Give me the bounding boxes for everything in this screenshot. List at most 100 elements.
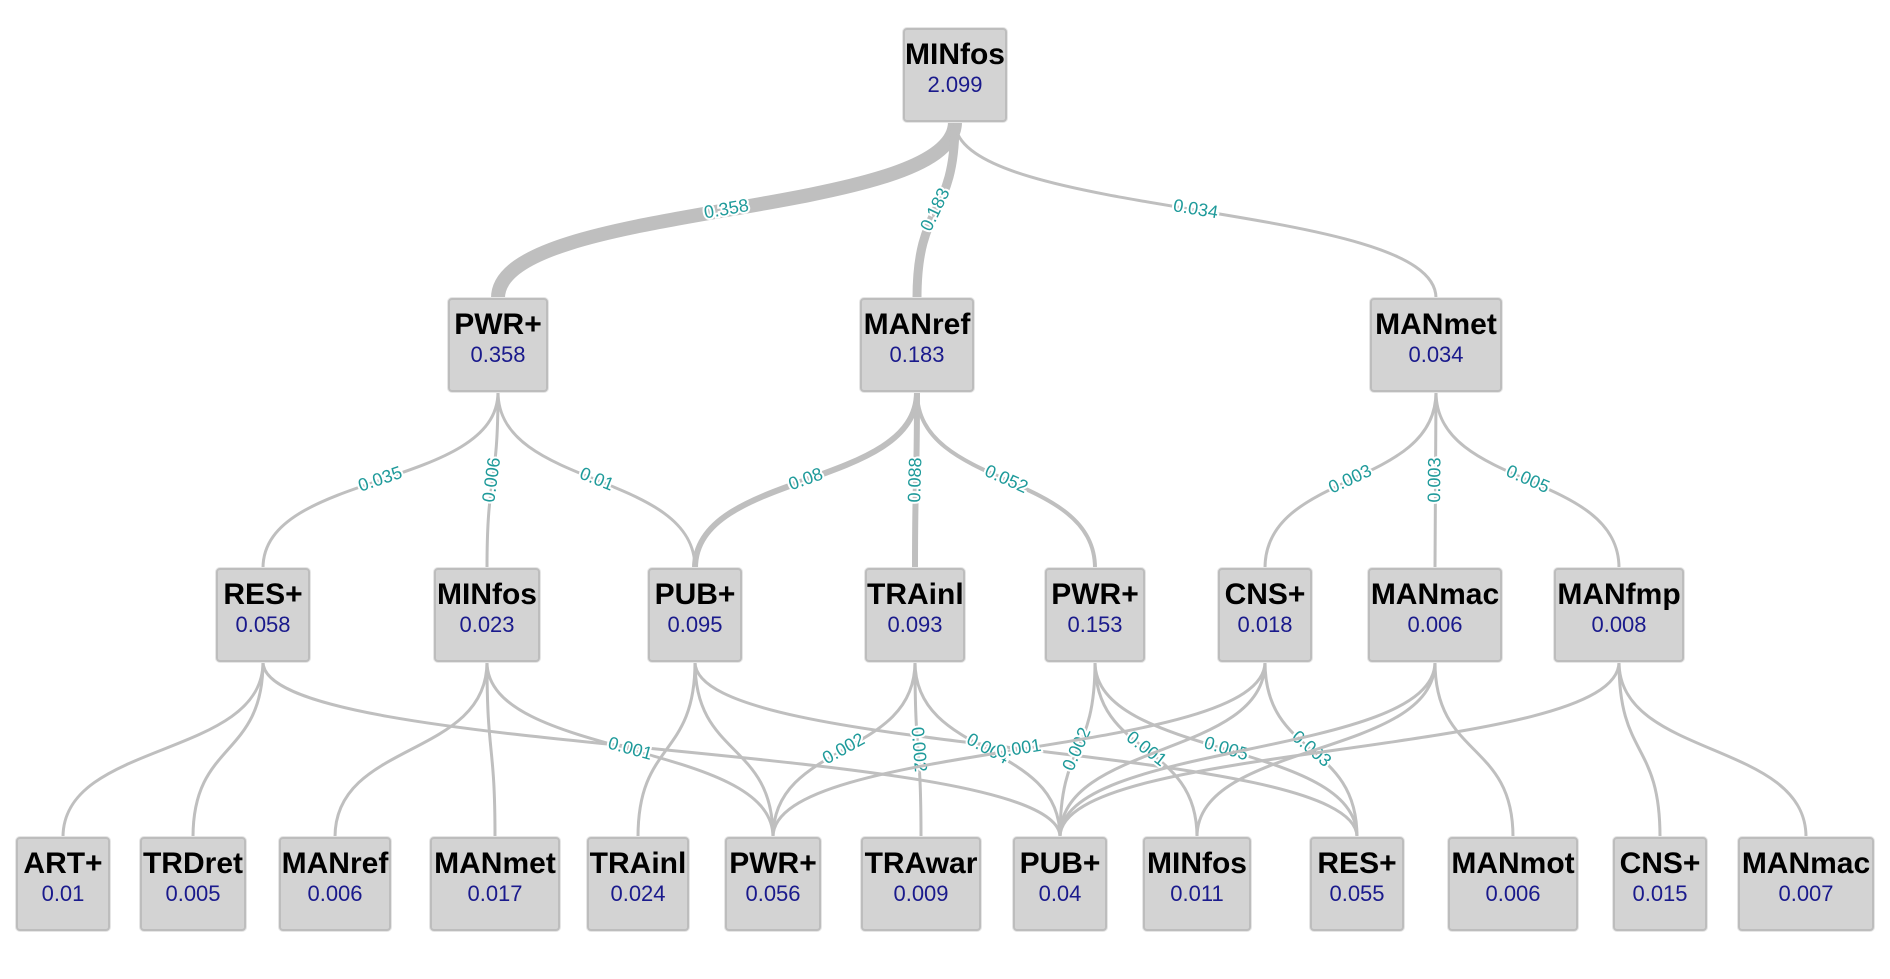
node-box[interactable]: CNS+0.015 (1613, 837, 1707, 931)
edge-label: 0.006 (478, 456, 504, 503)
node-name: MANmac (1741, 847, 1871, 880)
edge-label: 0.183 (916, 185, 954, 234)
edge-n8-n21 (1093, 660, 1359, 839)
node-value: 0.034 (1408, 342, 1464, 367)
edge-label: 0.002 (819, 729, 868, 768)
node-value: 0.006 (1407, 612, 1463, 637)
node-value: 0.017 (467, 881, 523, 906)
node-box[interactable]: RES+0.058 (216, 568, 310, 662)
node-name: MINfos (437, 578, 537, 611)
node-name: PWR+ (454, 308, 542, 341)
edge-n7-n17 (771, 660, 917, 839)
node-value: 0.183 (889, 342, 945, 367)
node-name: RES+ (223, 578, 303, 611)
edge-label: 0.052 (982, 461, 1031, 498)
edge-n1-n6 (496, 390, 697, 570)
edge-n9-n19 (1058, 660, 1267, 839)
node-value: 0.009 (893, 881, 949, 906)
edge-label: 0.01 (577, 463, 617, 495)
edge-n0-n2 (912, 117, 960, 303)
edge-n6-n17 (693, 660, 775, 839)
node-box[interactable]: PUB+0.04 (1013, 837, 1107, 931)
edge-label: 0.003 (1424, 457, 1445, 502)
node-value: 2.099 (927, 72, 983, 97)
edge-n8-n20 (1093, 660, 1199, 839)
edge-label: 0.088 (904, 457, 925, 503)
edge-n0-n3 (953, 120, 1438, 300)
edge-n7-n18 (913, 660, 923, 839)
node-value: 0.095 (667, 612, 723, 637)
edge-label: 0.001 (995, 735, 1043, 762)
node-box[interactable]: PWR+0.153 (1045, 568, 1145, 662)
edge-label: 0.002 (1058, 724, 1095, 773)
node-name: CNS+ (1619, 847, 1701, 880)
edge-label: 0.358 (702, 195, 750, 222)
node-value: 0.008 (1591, 612, 1647, 637)
edge-n5-n15 (485, 660, 497, 839)
node-name: TRAinl (867, 578, 964, 611)
node-name: PWR+ (1051, 578, 1139, 611)
edge-n3-n9 (1263, 390, 1438, 570)
node-name: MANmot (1451, 847, 1575, 880)
node-box[interactable]: PWR+0.358 (448, 298, 548, 392)
edge-n1-n5 (485, 390, 500, 570)
node-name: MANmac (1370, 578, 1500, 611)
node-value: 0.056 (745, 881, 801, 906)
node-box[interactable]: CNS+0.018 (1218, 568, 1312, 662)
edge-n10-n19 (1058, 660, 1437, 839)
edge-label: 0.005 (1202, 732, 1251, 764)
edge-n9-n17 (771, 660, 1267, 839)
node-name: CNS+ (1224, 578, 1306, 611)
node-box[interactable]: PUB+0.095 (648, 568, 742, 662)
node-value: 0.011 (1170, 881, 1224, 906)
node-name: PUB+ (1019, 847, 1101, 880)
node-value: 0.055 (1329, 881, 1385, 906)
edge-label: 0.005 (1503, 461, 1552, 497)
node-name: PWR+ (729, 847, 817, 880)
node-box[interactable]: ART+0.01 (16, 837, 110, 931)
edge-n9-n21 (1263, 660, 1359, 839)
node-name: MINfos (1147, 847, 1247, 880)
node-value: 0.04 (1038, 881, 1082, 906)
node-box[interactable]: PWR+0.056 (725, 837, 821, 931)
node-name: MANfmp (1557, 578, 1681, 611)
edge-n8-n19 (1058, 660, 1097, 839)
edge-label: 0.08 (786, 464, 826, 495)
edge-label: 0.035 (356, 462, 405, 495)
edge-n7-n19 (913, 660, 1062, 839)
node-name: TRDret (142, 847, 243, 880)
node-value: 0.153 (1067, 612, 1123, 637)
edge-n5-n17 (485, 660, 775, 839)
edge-n10-n20 (1195, 660, 1437, 839)
edge-n11-n19 (1058, 660, 1621, 839)
node-value: 0.01 (41, 881, 85, 906)
node-value: 0.058 (235, 612, 291, 637)
node-box[interactable]: RES+0.055 (1310, 837, 1404, 931)
edge-n1-n4 (261, 390, 500, 570)
node-value: 0.023 (459, 612, 515, 637)
node-value: 0.093 (887, 612, 943, 637)
edge-n0-n1 (491, 115, 962, 305)
node-value: 0.005 (165, 881, 221, 906)
edge-n3-n10 (1433, 390, 1438, 570)
node-name: TRAwar (864, 847, 978, 880)
node-name: TRAinl (589, 847, 687, 880)
node-value: 0.006 (1485, 881, 1541, 906)
